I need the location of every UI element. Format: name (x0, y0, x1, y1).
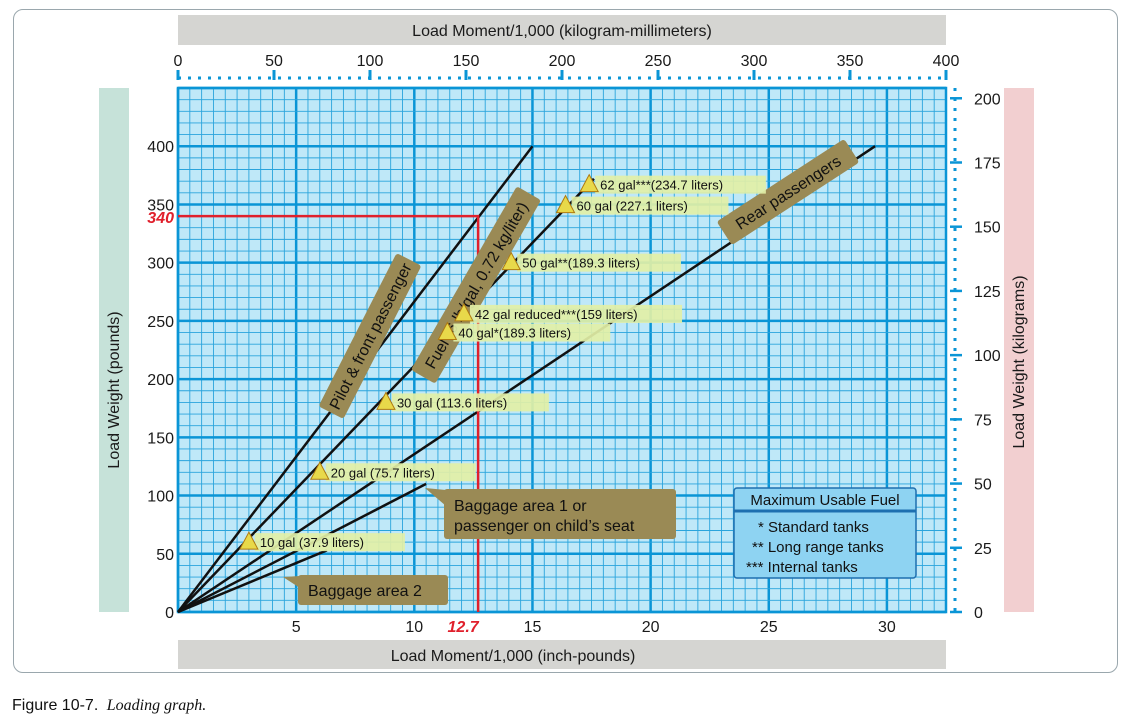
line-label-box (717, 140, 859, 244)
right-tick-label: 125 (974, 284, 1001, 301)
fuel-marker (239, 531, 259, 550)
top-tick-label: 50 (265, 53, 283, 70)
left-tick-label: 400 (147, 139, 174, 156)
left-tick-label: 0 (165, 605, 174, 622)
fuel-label: 10 gal (37.9 liters) (260, 535, 364, 550)
callout-box (298, 575, 448, 605)
bottom-axis-bar (178, 640, 946, 669)
plot-border (176, 86, 948, 614)
fuel-marker (309, 461, 330, 480)
baggage-area-2-callout: Baggage area 2 (283, 575, 448, 605)
caption-number: Figure 10-7. (12, 697, 99, 714)
legend-title: Maximum Usable Fuel (750, 492, 899, 509)
fuel-label: 60 gal (227.1 liters) (577, 199, 688, 214)
caption-text: Loading graph. (106, 697, 207, 714)
callout-text: Baggage area 2 (308, 583, 422, 600)
fuel-label-bg (325, 463, 476, 482)
right-tick-label: 150 (974, 220, 1001, 237)
fuel-point: 62 gal***(234.7 liters) (579, 173, 766, 194)
fuel-label: 42 gal reduced***(159 liters) (475, 307, 638, 322)
bottom-tick-label: 25 (760, 619, 778, 636)
fuel-label: 40 gal*(189.3 liters) (458, 326, 571, 341)
figure-caption: Figure 10-7. Loading graph. (12, 697, 206, 715)
left-tick-label: 200 (147, 372, 174, 389)
left-tick-label: 50 (156, 547, 174, 564)
fuel-marker (579, 173, 600, 193)
left-axis-bar (99, 88, 129, 612)
fuel-label: 30 gal (113.6 liters) (397, 395, 507, 410)
right-tick-label: 100 (974, 348, 1001, 365)
fuel-point: 10 gal (37.9 liters) (239, 531, 405, 552)
fuel-label-bg (517, 253, 681, 272)
fuel-label-bg (254, 533, 405, 552)
legend-line: * Standard tanks (758, 519, 869, 536)
right-tick-label: 0 (974, 605, 983, 622)
fuel-marker (376, 391, 396, 410)
legend-line: ** Long range tanks (752, 539, 884, 556)
left-tick-label: 350 (147, 197, 174, 214)
fuel-label-bg (595, 175, 766, 194)
callout-pointer (283, 576, 300, 588)
left-tick-label: 250 (147, 314, 174, 331)
callout-pointer (425, 488, 446, 506)
reference-weight-label: 340 (147, 210, 174, 227)
top-tick-label: 400 (933, 53, 960, 70)
fuel-label: 20 gal (75.7 liters) (331, 465, 435, 480)
reference-line (178, 214, 480, 612)
fuel-point: 30 gal (113.6 liters) (376, 391, 549, 412)
right-tick-label: 75 (974, 412, 992, 429)
callout-text: passenger on child’s seat (454, 518, 635, 535)
fuel-point: 20 gal (75.7 liters) (309, 461, 476, 482)
top-tick-label: 350 (837, 53, 864, 70)
callout-text: Baggage area 1 or (454, 498, 587, 515)
top-tick-label: 300 (741, 53, 768, 70)
bottom-axis-title: Load Moment/1,000 (inch-pounds) (391, 648, 636, 665)
baggage-area-1-callout: Baggage area 1 or passenger on child’s se… (425, 488, 676, 539)
top-axis-bar (178, 15, 946, 45)
right-tick-label: 200 (974, 91, 1001, 108)
top-tick-label: 200 (549, 53, 576, 70)
right-tick-label: 25 (974, 541, 992, 558)
fuel-label-bg (453, 323, 611, 342)
left-tick-label: 150 (147, 430, 174, 447)
fuel-label-bg (469, 304, 683, 323)
bottom-tick-label: 10 (405, 619, 423, 636)
max-usable-fuel-legend: Maximum Usable Fuel * Standard tanks ** Lo… (733, 487, 917, 579)
top-tick-label: 150 (453, 53, 480, 70)
line-label-box (319, 254, 421, 418)
left-tick-label: 100 (147, 489, 174, 506)
fuel-label-bg (571, 196, 729, 215)
fuel-point: 60 gal (227.1 liters) (555, 194, 729, 215)
fuel-point: 50 gal**(189.3 liters) (501, 251, 681, 272)
left-tick-label: 300 (147, 256, 174, 273)
fuel-point: 42 gal reduced***(159 liters) (454, 302, 683, 323)
top-tick-label: 0 (174, 53, 183, 70)
reference-moment-label: 12.7 (448, 619, 480, 636)
fuel-point: 40 gal*(189.3 liters) (437, 321, 611, 342)
bottom-tick-label: 5 (292, 619, 301, 636)
right-tick-label: 50 (974, 477, 992, 494)
bottom-tick-label: 15 (524, 619, 542, 636)
top-tick-label: 100 (357, 53, 384, 70)
fuel-marker (555, 194, 576, 214)
fuel-label: 62 gal***(234.7 liters) (600, 178, 723, 193)
fuel-marker (454, 302, 474, 322)
fuel-label-bg (391, 393, 549, 412)
bottom-tick-label: 30 (878, 619, 896, 636)
legend-line: *** Internal tanks (746, 559, 858, 576)
fuel-marker (501, 251, 522, 271)
fuel-marker (437, 321, 458, 341)
top-tick-label: 250 (645, 53, 672, 70)
series-line (177, 549, 328, 614)
right-tick-label: 175 (974, 155, 1001, 172)
top-axis-title: Load Moment/1,000 (kilogram-millimeters) (412, 23, 712, 40)
right-axis-bar (1004, 88, 1034, 612)
right-axis-title: Load Weight (kilograms) (1011, 275, 1028, 448)
left-axis-title: Load Weight (pounds) (106, 311, 123, 468)
bottom-tick-label: 20 (642, 619, 660, 636)
fuel-label: 50 gal**(189.3 liters) (522, 256, 640, 271)
callout-box (444, 489, 676, 539)
